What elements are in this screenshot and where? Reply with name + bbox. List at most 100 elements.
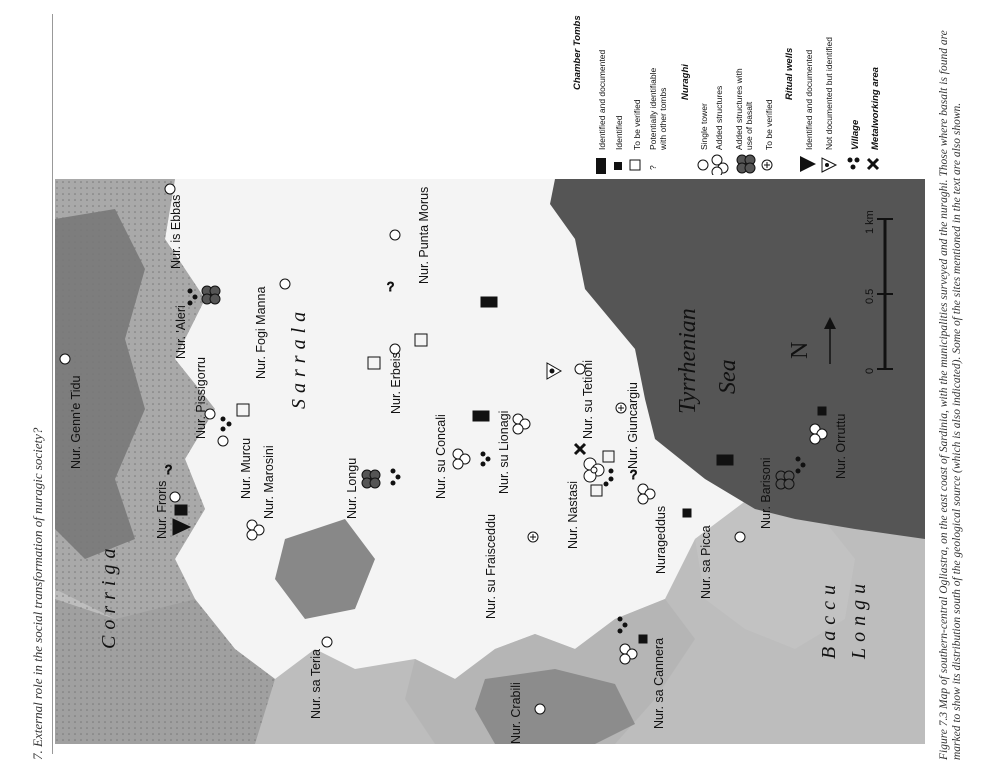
region-longu: Longu bbox=[848, 578, 870, 660]
legend-added-basalt: Added structures with bbox=[734, 68, 744, 150]
tomb-identified-3 bbox=[638, 634, 648, 644]
nuraghe-nurageddus bbox=[637, 483, 656, 505]
nuraghe-su-lionagi bbox=[512, 413, 531, 435]
legend-tomb-documented-symbol bbox=[596, 158, 606, 174]
legend-potentially: Potentially identifiable bbox=[648, 68, 658, 150]
legend-village: Village bbox=[850, 119, 861, 150]
tomb-question-froris: ? bbox=[165, 463, 172, 477]
label-nurageddus: Nurageddus bbox=[654, 506, 668, 574]
tomb-documented-1 bbox=[480, 296, 498, 308]
tyrrhenian-sea bbox=[550, 179, 925, 539]
label-aleri: Nur. 'Aleri bbox=[174, 305, 188, 359]
village-longu bbox=[390, 468, 401, 486]
legend-added-basalt-2: use of basalt bbox=[744, 101, 754, 150]
nuraghe-barisoni bbox=[775, 470, 795, 490]
nuraghe-giuncargiu bbox=[615, 402, 627, 414]
village-su-concali bbox=[480, 451, 491, 467]
label-giuncargiu: Nur. Giuncargiu bbox=[626, 382, 640, 469]
legend-metalworking: Metalworking area bbox=[870, 67, 881, 150]
label-sa-teria: Nur. sa Teria bbox=[309, 649, 323, 719]
nuraghe-su-fraisceddu bbox=[527, 531, 539, 543]
site-labels: Nur. is Ebbas Nur. 'Aleri Nur. Genn'e Ti… bbox=[69, 187, 848, 744]
tomb-identified-1 bbox=[817, 406, 827, 416]
nuraghe-orruttu bbox=[809, 423, 828, 445]
north-label: N bbox=[787, 342, 813, 359]
label-nastasi: Nur. Nastasi bbox=[566, 481, 580, 549]
legend-nuraghi: Nuraghi bbox=[680, 64, 691, 100]
ritual-well-1 bbox=[546, 362, 563, 380]
legend-tomb-identified-symbol bbox=[614, 162, 622, 170]
nuraghe-su-concali bbox=[452, 448, 471, 470]
village-aleri bbox=[187, 288, 198, 306]
header-rule bbox=[52, 14, 53, 754]
nuraghe-punta-morus bbox=[389, 229, 401, 241]
legend-single-tower: Single tower bbox=[699, 103, 709, 150]
legend-tomb-verify-symbol bbox=[629, 159, 641, 171]
map-canvas: Sarrala Corriga Baccu Longu Tyrrhenian S… bbox=[55, 179, 925, 744]
legend-chamber-tombs: Chamber Tombs bbox=[572, 15, 583, 90]
village-nastasi bbox=[603, 468, 614, 487]
scale-one: 1 km bbox=[864, 210, 876, 234]
legend-nur-to-be-verified: To be verified bbox=[764, 99, 774, 150]
nuraghe-pissigorru bbox=[204, 408, 216, 420]
nuraghe-marosini bbox=[246, 519, 265, 541]
tomb-verify-3 bbox=[236, 403, 250, 417]
nuraghe-longu bbox=[361, 469, 381, 489]
label-marosini: Nur. Marosini bbox=[262, 445, 276, 519]
nuraghe-genne-tidu bbox=[59, 353, 71, 365]
label-sa-picca: Nur. sa Picca bbox=[699, 525, 713, 599]
terrain-speckle bbox=[55, 179, 275, 744]
region-corriga: Corriga bbox=[98, 543, 120, 649]
tomb-verify-5 bbox=[590, 484, 603, 497]
label-fogi-manna: Nur. Fogi Manna bbox=[254, 287, 268, 379]
legend-rw-not-documented: Not documented but identified bbox=[824, 37, 834, 150]
figure-caption: Figure 7.3 Map of southern-central Oglia… bbox=[938, 30, 963, 760]
label-froris: Nur. Froris bbox=[155, 481, 169, 539]
label-is-ebbas: Nur. is Ebbas bbox=[169, 195, 183, 269]
tomb-question-erbeis: ? bbox=[387, 280, 394, 294]
tomb-question-nurageddus: ? bbox=[630, 468, 637, 482]
label-su-tetioni: Nur. su Tetioni bbox=[581, 360, 595, 439]
region-baccu: Baccu bbox=[818, 579, 840, 659]
legend-potentially-2: with other tombs bbox=[658, 88, 668, 151]
legend-single-tower-symbol bbox=[697, 159, 709, 171]
region-sarrala: Sarrala bbox=[288, 306, 310, 409]
label-erbeis: Nur. Erbeis bbox=[389, 352, 403, 414]
nuraghe-froris bbox=[169, 491, 181, 503]
nuraghe-sa-picca bbox=[734, 531, 746, 543]
chapter-title: 7. External role in the social transform… bbox=[30, 427, 45, 760]
nuraghe-murcu bbox=[217, 435, 229, 447]
map-legend: Chamber Tombs Identified and documented … bbox=[572, 15, 881, 175]
legend-ritual-wells: Ritual wells bbox=[784, 48, 795, 100]
label-sa-cannera: Nur. sa Cannera bbox=[652, 638, 666, 729]
nuraghe-erbeis bbox=[389, 343, 401, 355]
legend-added-basalt-symbol bbox=[736, 154, 756, 174]
ritual-well-froris bbox=[172, 518, 192, 536]
nuraghe-fogi-manna bbox=[279, 278, 291, 290]
nuraghe-sa-cannera bbox=[619, 643, 638, 665]
nuraghe-su-tetioni bbox=[574, 363, 586, 375]
sea-label-1: Tyrrhenian bbox=[675, 308, 701, 414]
legend-added-structures-symbol bbox=[711, 154, 729, 175]
label-genne-tidu: Nur. Genn'e Tidu bbox=[69, 376, 83, 469]
label-su-lionagi: Nur. su Lionagi bbox=[497, 411, 511, 494]
label-orruttu: Nur. Orruttu bbox=[834, 414, 848, 479]
tomb-verify-4 bbox=[602, 450, 615, 463]
tomb-verify-1 bbox=[414, 333, 428, 347]
legend-question-mark: ? bbox=[648, 165, 658, 170]
tomb-documented-2 bbox=[472, 410, 490, 422]
tomb-documented-froris bbox=[174, 504, 188, 516]
legend-well-identified-symbol bbox=[821, 157, 838, 173]
nuraghe-is-ebbas bbox=[164, 183, 176, 195]
sea-label-2: Sea bbox=[715, 359, 741, 394]
label-su-fraisceddu: Nur. su Fraisceddu bbox=[484, 514, 498, 619]
legend-rw-identified: Identified and documented bbox=[804, 50, 814, 150]
label-longu: Nur. Longu bbox=[345, 458, 359, 519]
label-murcu: Nur. Murcu bbox=[239, 438, 253, 499]
scale-bar: 0 0.5 1 km bbox=[864, 210, 893, 374]
label-pissigorru: Nur. Pissigorru bbox=[194, 357, 208, 439]
nuraghe-aleri bbox=[201, 285, 221, 305]
village-sa-cannera bbox=[617, 616, 628, 634]
terrain-dark-2 bbox=[475, 669, 635, 744]
legend-village-symbol bbox=[847, 157, 860, 170]
